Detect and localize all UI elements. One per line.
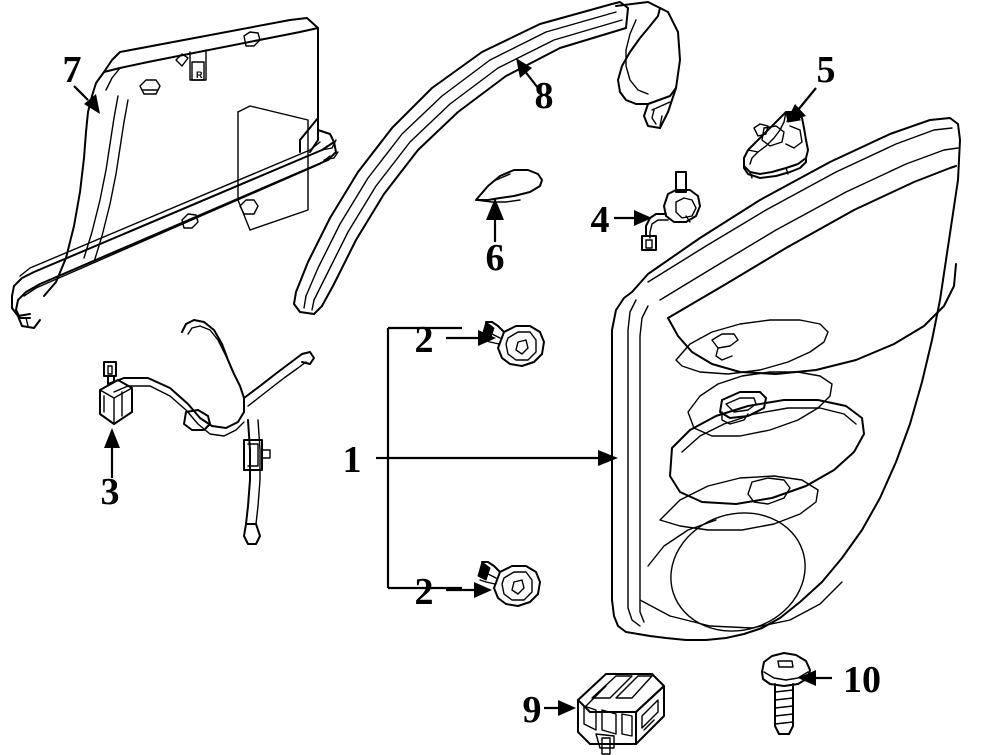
callout-label-3: 3 (101, 471, 120, 513)
callout-9: 9 (523, 689, 576, 731)
part-inside-handle-bezel (743, 111, 809, 179)
callout-label-1: 1 (343, 439, 362, 481)
callout-label-6: 6 (486, 237, 505, 279)
part-wiring-connector (577, 673, 665, 755)
callout-label-2a: 2 (415, 319, 434, 361)
callout-label-4: 4 (591, 199, 610, 241)
callout-4: 4 (591, 199, 652, 241)
callout-8: 8 (516, 58, 554, 117)
part-retainer-clip-lower (477, 561, 541, 607)
callout-label-8: 8 (535, 75, 554, 117)
callout-10: 10 (798, 659, 881, 701)
part-weatherstrip-corner (615, 1, 681, 129)
part-mounting-screw (761, 652, 811, 735)
callout-label-9: 9 (523, 689, 542, 731)
part-retainer-clip-upper (481, 321, 545, 367)
svg-text:R: R (196, 70, 203, 80)
callout-label-7: 7 (63, 49, 82, 91)
callout-1: 1 (343, 326, 618, 590)
callout-5: 5 (786, 49, 836, 122)
callout-2-lower: 2 (415, 571, 492, 613)
part-sunshade-assembly: R (11, 17, 339, 329)
callout-label-10: 10 (843, 659, 881, 701)
part-door-lock-knob-rod (641, 171, 701, 251)
callout-label-2b: 2 (415, 571, 434, 613)
part-wire-harness (99, 319, 315, 545)
callout-label-5: 5 (817, 49, 836, 91)
callout-3: 3 (101, 428, 120, 513)
part-door-trim-panel (611, 117, 961, 641)
callout-6: 6 (486, 198, 505, 279)
part-armrest-cap (475, 169, 543, 203)
part-belt-weatherstrip (293, 1, 629, 315)
callout-2-upper: 2 (415, 319, 496, 361)
callout-7: 7 (63, 49, 100, 114)
